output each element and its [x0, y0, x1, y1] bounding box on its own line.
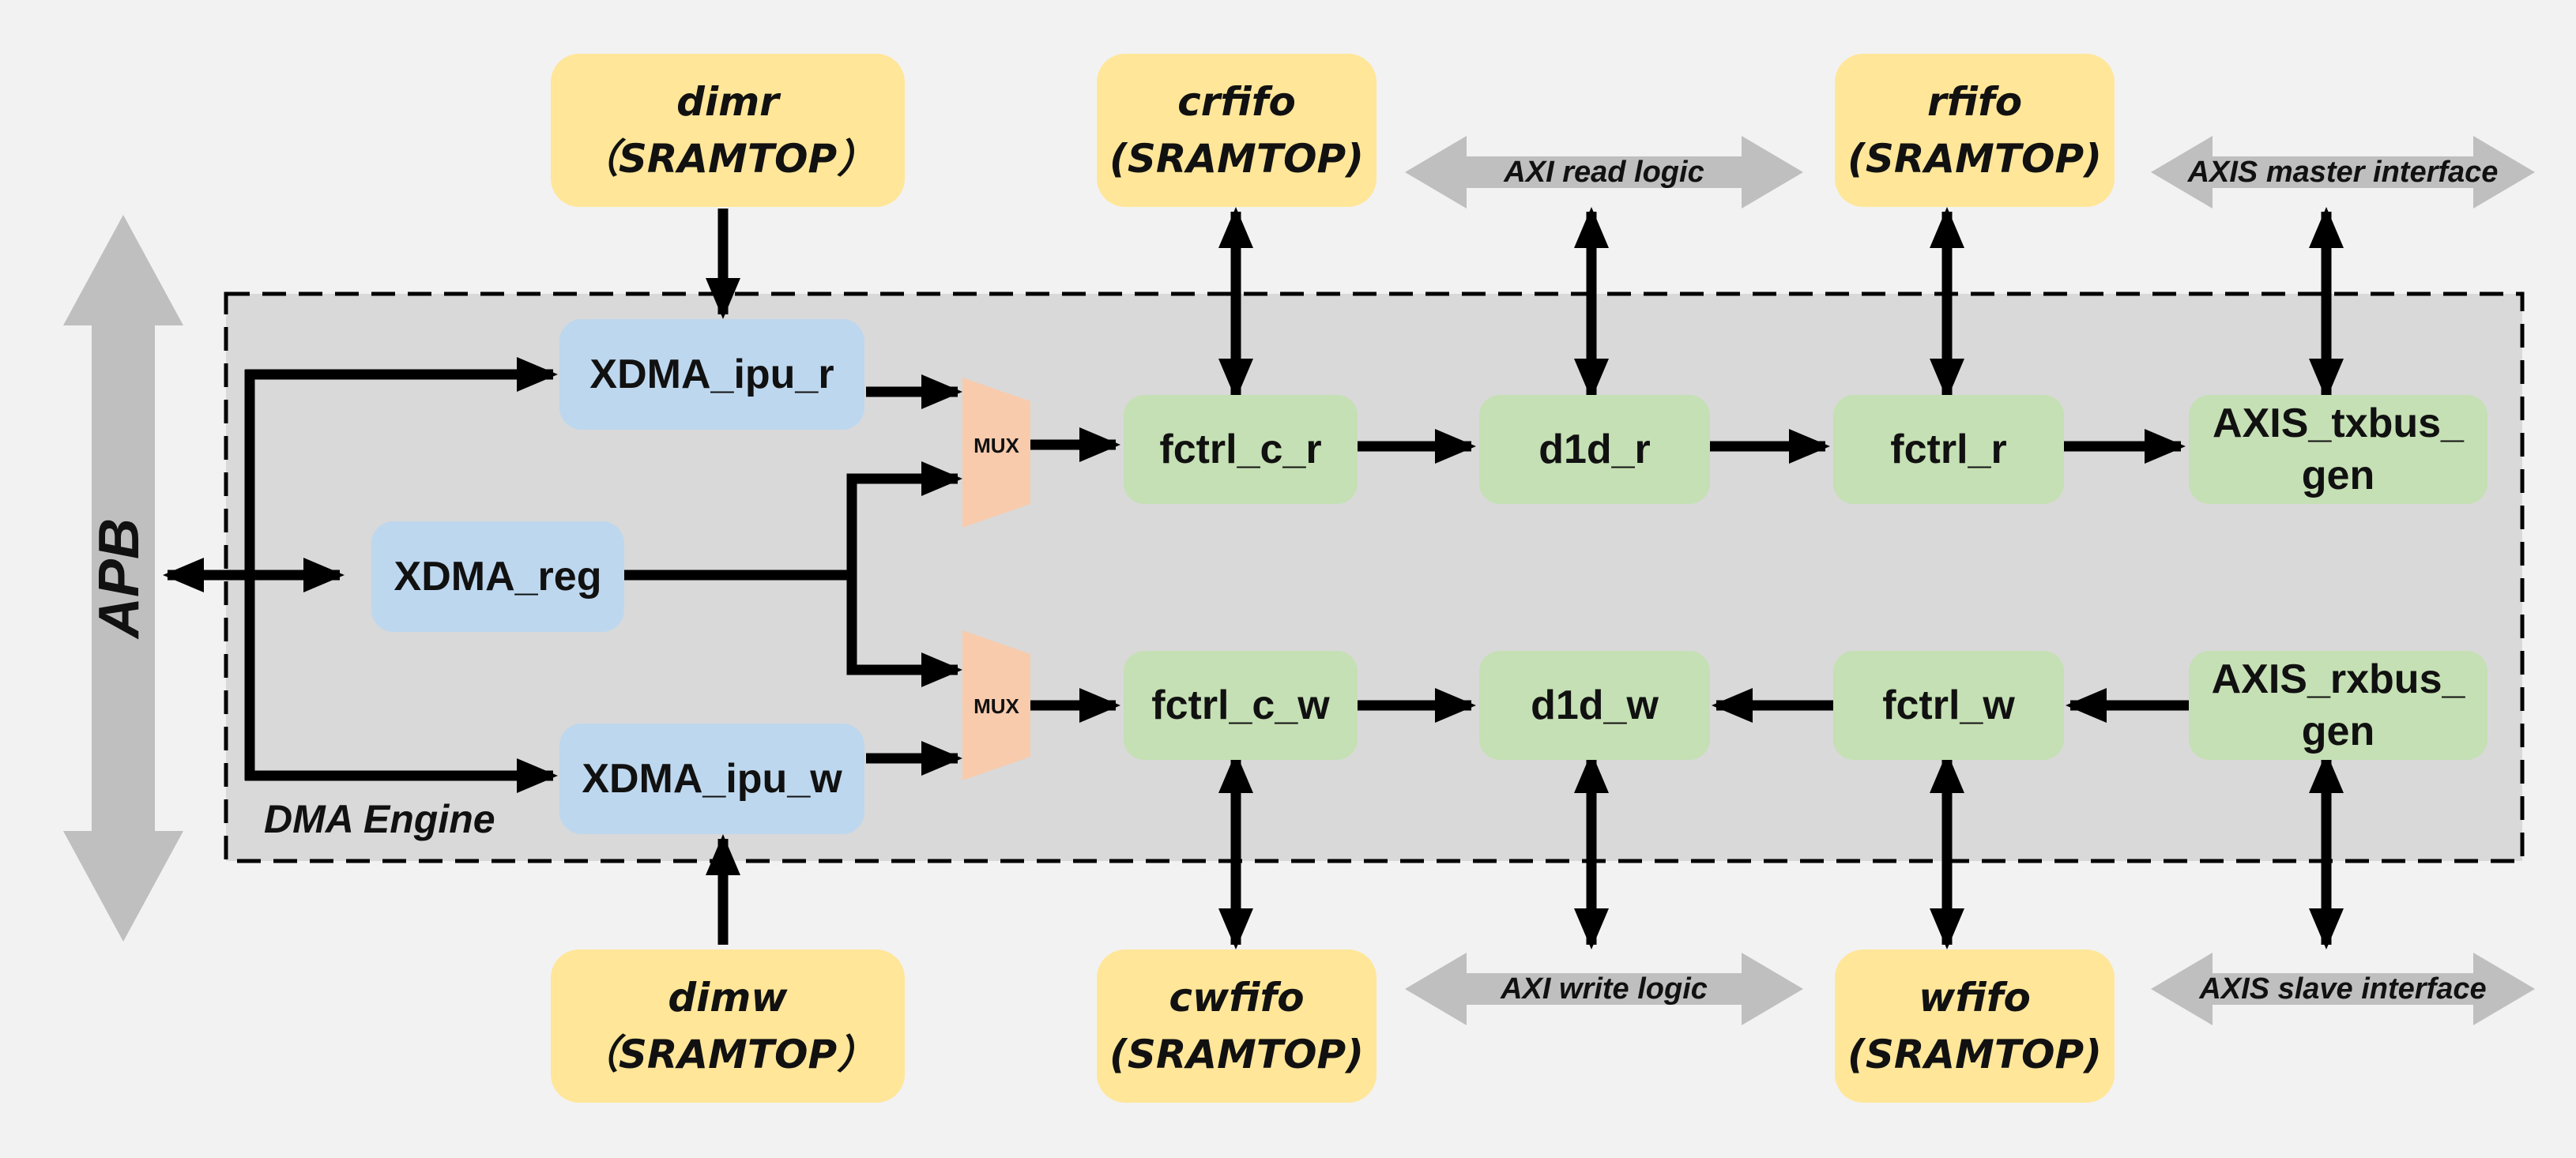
apb-label: APB: [88, 518, 151, 640]
rfifo-name: rfifo: [1926, 79, 2023, 125]
fctrl-c-r-label: fctrl_c_r: [1159, 427, 1322, 472]
crfifo-memory-block: crfifo (SRAMTOP): [1097, 54, 1377, 207]
d1d-w-label: d1d_w: [1531, 682, 1659, 728]
wfifo-memory-block: wfifo (SRAMTOP): [1835, 949, 2115, 1103]
rfifo-sub: (SRAMTOP): [1847, 136, 2102, 182]
wfifo-name: wfifo: [1919, 975, 2031, 1021]
mux-read: [962, 378, 1030, 528]
axis-rxbus-line2: gen: [2301, 709, 2375, 754]
fctrl-c-w-label: fctrl_c_w: [1151, 682, 1330, 728]
apb-bus-arrow: [63, 215, 183, 942]
fctrl-r-label: fctrl_r: [1890, 427, 2007, 472]
fctrl-c-w-block: fctrl_c_w: [1124, 651, 1358, 760]
dimr-sub: （SRAMTOP）: [578, 136, 877, 182]
axis-txbus-gen-block: AXIS_txbus_ gen: [2189, 395, 2487, 504]
xdma-ipu-r-label: XDMA_ipu_r: [589, 352, 834, 397]
fctrl-w-block: fctrl_w: [1833, 651, 2064, 760]
d1d-r-block: d1d_r: [1479, 395, 1710, 504]
axis-rxbus-gen-block: AXIS_rxbus_ gen: [2189, 651, 2487, 760]
mux-read-label: MUX: [974, 434, 1019, 457]
axis-slave-arrow: [2151, 953, 2535, 1025]
reg-to-mux-w-arrow: [846, 575, 962, 687]
dimw-name: dimw: [668, 975, 788, 1021]
dimw-sub: （SRAMTOP）: [578, 1032, 877, 1077]
reg-to-mux-r-arrow: [624, 461, 962, 581]
d1d-w-block: d1d_w: [1479, 651, 1710, 760]
crfifo-sub: (SRAMTOP): [1109, 136, 1364, 182]
axis-master-label: AXIS master interface: [2187, 156, 2499, 189]
fctrl-c-r-block: fctrl_c_r: [1124, 395, 1358, 504]
axis-master-arrow: [2151, 136, 2535, 209]
axi-read-label: AXI read logic: [1503, 156, 1704, 189]
axi-write-arrow: [1405, 953, 1803, 1025]
cwfifo-memory-block: cwfifo (SRAMTOP): [1097, 949, 1377, 1103]
axi-read-arrow: [1405, 136, 1803, 209]
mux-write-label: MUX: [974, 694, 1019, 718]
xdma-ipu-r-block: XDMA_ipu_r: [559, 319, 864, 430]
xdma-ipu-w-label: XDMA_ipu_w: [582, 756, 842, 802]
xdma-reg-label: XDMA_reg: [394, 554, 602, 600]
cwfifo-sub: (SRAMTOP): [1109, 1032, 1364, 1077]
dimr-memory-block: dimr （SRAMTOP）: [551, 54, 905, 207]
axis-txbus-line2: gen: [2301, 453, 2375, 498]
cwfifo-name: cwfifo: [1169, 975, 1305, 1021]
axis-txbus-line1: AXIS_txbus_: [2213, 400, 2464, 446]
axis-slave-label: AXIS slave interface: [2198, 972, 2486, 1006]
fctrl-r-block: fctrl_r: [1833, 395, 2064, 504]
axis-rxbus-line1: AXIS_rxbus_: [2211, 656, 2465, 702]
axi-write-label: AXI write logic: [1500, 972, 1708, 1006]
dma-engine-label: DMA Engine: [264, 797, 495, 841]
crfifo-name: crfifo: [1177, 79, 1296, 125]
d1d-r-label: d1d_r: [1538, 427, 1651, 472]
fctrl-w-label: fctrl_w: [1882, 682, 2015, 728]
mux-write: [962, 630, 1030, 780]
wfifo-sub: (SRAMTOP): [1847, 1032, 2102, 1077]
xdma-ipu-w-block: XDMA_ipu_w: [559, 724, 864, 834]
dimw-memory-block: dimw （SRAMTOP）: [551, 949, 905, 1103]
rfifo-memory-block: rfifo (SRAMTOP): [1835, 54, 2115, 207]
xdma-reg-block: XDMA_reg: [371, 521, 624, 632]
dimr-name: dimr: [676, 79, 779, 125]
